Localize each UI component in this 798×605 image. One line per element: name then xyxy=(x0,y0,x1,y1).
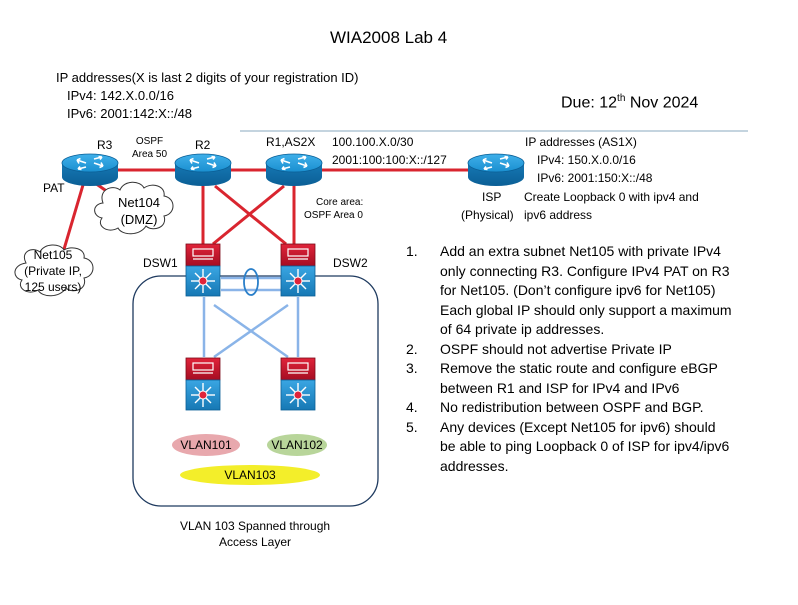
label-vlan101: VLAN101 xyxy=(180,438,232,452)
access-layer-box xyxy=(132,275,379,507)
net104-line1: Net104 xyxy=(118,195,160,210)
label-dsw1: DSW1 xyxy=(143,256,178,270)
task-line: for Net105. (Don’t configure ipv6 for Ne… xyxy=(440,282,716,298)
switch-access1-icon[interactable] xyxy=(185,357,221,411)
isp-info-ipv4: IPv4: 150.X.0.0/16 xyxy=(537,153,636,167)
task-number: 1. xyxy=(406,243,418,259)
cloud-net105-icon xyxy=(14,244,94,297)
router-r2-icon[interactable] xyxy=(174,153,232,187)
label-r1: R1,AS2X xyxy=(266,135,316,149)
core-line1: Core area: xyxy=(316,197,364,208)
task-line: Any devices (Except Net105 for ipv6) sho… xyxy=(440,418,716,435)
net105-line2: (Private IP, xyxy=(24,264,82,278)
isp-info-ipv6: IPv6: 2001:150:X::/48 xyxy=(537,171,653,185)
label-ospf-area50: OSPF Area 50 xyxy=(132,135,167,161)
task-number: 2. xyxy=(406,340,418,357)
switch-access2-icon[interactable] xyxy=(280,357,316,411)
task-item-3: 3. Remove the static route and configure… xyxy=(406,359,786,398)
task-line: No redistribution between OSPF and BGP. xyxy=(440,399,704,415)
blue-links xyxy=(202,276,300,359)
label-net105: Net105 (Private IP, 125 users) xyxy=(16,247,90,295)
task-line: addresses. xyxy=(440,457,509,474)
label-net104: Net104 (DMZ) xyxy=(114,194,164,228)
link-r1-dsw1 xyxy=(212,184,285,246)
task-list: 1. Add an extra subnet Net105 with priva… xyxy=(406,242,786,476)
label-r2: R2 xyxy=(195,138,211,152)
net104-line2: (DMZ) xyxy=(120,212,158,227)
task-number: 5. xyxy=(406,418,418,435)
ip-ipv4: IPv4: 142.X.0.0/16 xyxy=(67,88,174,103)
task-number: 4. xyxy=(406,399,418,415)
task-number: 3. xyxy=(406,360,418,376)
task-line: Remove the static route and configure eB… xyxy=(440,360,718,376)
label-dsw2: DSW2 xyxy=(333,256,368,270)
task-line: Each global IP should only support a max… xyxy=(440,301,732,318)
page-title: WIA2008 Lab 4 xyxy=(330,28,448,47)
isp-info-heading: IP addresses (AS1X) xyxy=(525,135,637,149)
due-date: Due: 12th Nov 2024 xyxy=(561,93,698,112)
net105-line1: Net105 xyxy=(33,248,73,262)
ip-heading: IP addresses(X is last 2 digits of your … xyxy=(56,70,359,85)
label-pat: PAT xyxy=(43,181,65,195)
task-item-2: 2. OSPF should not advertise Private IP xyxy=(406,340,786,360)
label-isp: ISP xyxy=(482,190,502,204)
switch-dsw2-icon[interactable] xyxy=(280,243,316,297)
vlan102-ellipse xyxy=(267,434,327,456)
task-item-1: 1. Add an extra subnet Net105 with priva… xyxy=(406,242,786,340)
switch-dsw1-icon[interactable] xyxy=(185,243,221,297)
task-line: of 64 private ip addresses. xyxy=(440,321,605,337)
vlan103-note-line2: Access Layer xyxy=(218,535,292,549)
vlan103-ellipse xyxy=(180,465,320,485)
cloud-net104-icon xyxy=(94,181,174,235)
task-line: Add an extra subnet Net105 with private … xyxy=(440,243,721,259)
isp-loopback-line2: ipv6 address xyxy=(524,208,593,222)
ospf-area50-line1: OSPF xyxy=(135,136,164,147)
router-r3-icon[interactable] xyxy=(61,153,119,187)
router-isp-icon[interactable] xyxy=(467,153,525,187)
vlan103-note: VLAN 103 Spanned through Access Layer xyxy=(160,518,350,550)
label-isp-physical: (Physical) xyxy=(461,208,514,222)
label-vlan103: VLAN103 xyxy=(224,468,276,482)
label-r3: R3 xyxy=(97,138,113,152)
due-suffix: Nov 2024 xyxy=(625,94,699,112)
link-r3-net105 xyxy=(60,184,85,257)
ip-ipv6: IPv6: 2001:142:X::/48 xyxy=(67,106,193,121)
etherchannel-ring xyxy=(243,268,259,296)
vlan103-note-line1: VLAN 103 Spanned through xyxy=(179,519,331,533)
task-line: OSPF should not advertise Private IP xyxy=(440,340,672,357)
task-item-5: 5. Any devices (Except Net105 for ipv6) … xyxy=(406,418,786,477)
net105-line3: 125 users) xyxy=(24,280,82,294)
label-core-area: Core area: OSPF Area 0 xyxy=(304,196,363,222)
vlan101-ellipse xyxy=(172,434,240,456)
due-prefix: Due: 12 xyxy=(561,94,618,112)
core-line2: OSPF Area 0 xyxy=(304,210,363,221)
task-item-4: 4. No redistribution between OSPF and BG… xyxy=(406,398,786,418)
ospf-area50-line2: Area 50 xyxy=(132,149,168,160)
label-link-ipv4: 100.100.X.0/30 xyxy=(332,135,414,149)
due-sup: th xyxy=(617,93,626,104)
label-link-ipv6: 2001:100:100:X::/127 xyxy=(332,153,447,167)
task-line: only connecting R3. Configure IPv4 PAT o… xyxy=(440,262,730,279)
task-line: be able to ping Loopback 0 of ISP for ip… xyxy=(440,438,730,454)
router-r1-icon[interactable] xyxy=(265,153,323,187)
isp-loopback-line1: Create Loopback 0 with ipv4 and xyxy=(524,190,699,204)
label-vlan102: VLAN102 xyxy=(271,438,323,452)
task-line: between R1 and ISP for IPv4 and IPv6 xyxy=(440,379,680,396)
